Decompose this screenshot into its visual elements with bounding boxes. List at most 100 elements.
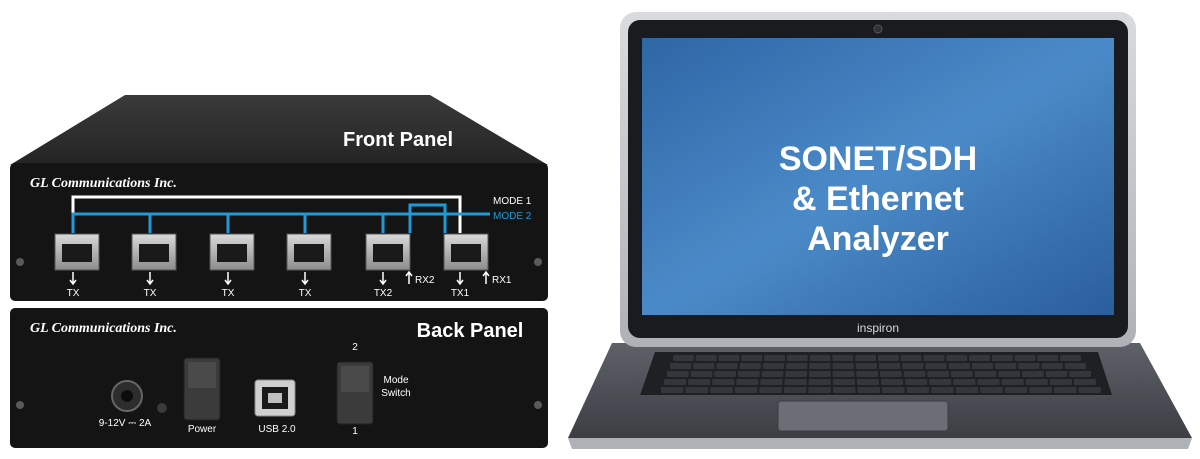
keyboard-key [1022, 371, 1044, 377]
keyboard-key [741, 355, 763, 361]
port-label-6: TX1 [451, 288, 470, 299]
keyboard-key [1045, 371, 1068, 377]
webcam [873, 24, 883, 34]
keyboard-key [1073, 379, 1096, 385]
mode2-label: MODE 2 [493, 211, 532, 222]
keyboard-key [903, 371, 926, 377]
keyboard-key [738, 371, 760, 377]
keyboard-key [969, 355, 990, 361]
keyboard-key [925, 363, 947, 369]
sfp-slot [62, 244, 92, 262]
keyboard-key [786, 355, 808, 361]
keyboard-key [809, 355, 831, 361]
keyboard-key [900, 355, 922, 361]
keyboard-key [784, 379, 807, 385]
rx-label-2: RX1 [492, 275, 512, 286]
keyboard-key [1060, 355, 1081, 361]
keyboard-key [927, 371, 949, 377]
usb-label: USB 2.0 [258, 424, 296, 435]
keyboard-key [690, 371, 713, 377]
keyboard-key [670, 363, 692, 369]
keyboard-key [809, 363, 831, 369]
front-panel-brand: GL Communications Inc. [30, 176, 177, 191]
keyboard-key [759, 387, 782, 393]
back-panel-face [10, 308, 548, 448]
mode1-label: MODE 1 [493, 196, 532, 207]
keyboard-key [783, 387, 807, 393]
keyboard-key [685, 387, 709, 393]
keyboard-key [855, 363, 877, 369]
keyboard-key [661, 387, 684, 393]
keyboard-key [974, 371, 997, 377]
switch-position-top: 2 [352, 342, 358, 353]
keyboard-key [856, 371, 878, 377]
front-screw-left [16, 258, 24, 266]
keyboard-key [832, 371, 855, 377]
keyboard-key [761, 371, 784, 377]
keyboard-key [710, 387, 733, 393]
down-arrow-icon [224, 272, 232, 286]
mode2-line [71, 212, 490, 233]
front-panel-title: Front Panel [343, 129, 453, 151]
power-switch-top [188, 362, 216, 388]
keyboard-key [808, 387, 831, 393]
usb-port-tongue [268, 393, 282, 403]
keyboard-key [929, 379, 952, 385]
keyboard-key [808, 379, 831, 385]
keyboard-key [1049, 379, 1072, 385]
power-spec-label: 9-12V ⎓ 2A [99, 418, 152, 429]
keyboard-key [1078, 387, 1101, 393]
keyboard-key [971, 363, 994, 369]
keyboard-key [664, 379, 687, 385]
keyboard-key [1004, 387, 1028, 393]
keyboard-key [980, 387, 1003, 393]
keyboard-key [693, 363, 715, 369]
up-arrow-icon [405, 270, 413, 284]
keyboard [640, 352, 1112, 395]
screen-text-line-1: SONET/SDH [779, 140, 977, 178]
mode-switch-label-2: Switch [381, 388, 410, 399]
front-panel-device: Front Panel GL Communications Inc. MODE … [10, 95, 548, 301]
keyboard-key [739, 363, 761, 369]
keyboard-key [951, 371, 973, 377]
rx-label-1: RX2 [415, 275, 435, 286]
port-label-4: TX [299, 288, 312, 299]
keyboard-key [764, 355, 785, 361]
keyboard-key [880, 371, 902, 377]
port-label-3: TX [222, 288, 235, 299]
down-arrow-icon [379, 272, 387, 286]
mode-switch-top [341, 366, 369, 392]
keyboard-key [923, 355, 945, 361]
back-panel-title: Back Panel [417, 320, 524, 342]
mode-routing-lines [71, 195, 490, 233]
power-label: Power [188, 424, 217, 435]
laptop-brand-logo: inspiron [857, 321, 899, 335]
keyboard-key [857, 387, 880, 393]
back-screw-left [16, 401, 24, 409]
keyboard-key [902, 363, 924, 369]
keyboard-key [832, 355, 854, 361]
keyboard-key [882, 387, 905, 393]
keyboard-key [955, 387, 979, 393]
back-panel-device: GL Communications Inc. Back Panel 9-12V … [10, 308, 548, 448]
keyboard-key [1014, 355, 1036, 361]
keyboard-key [762, 363, 785, 369]
keyboard-key [673, 355, 694, 361]
keyboard-key [1053, 387, 1077, 393]
sfp-ports [54, 233, 489, 271]
screen-text-line-2: & Ethernet [792, 180, 964, 218]
keyboard-key [714, 371, 736, 377]
keyboard-key [856, 379, 879, 385]
keyboard-key [878, 355, 899, 361]
mode2-loop-line [408, 203, 447, 233]
keyboard-key [948, 363, 970, 369]
power-jack-center [121, 390, 133, 402]
keyboard-key [855, 355, 876, 361]
keyboard-key [832, 387, 856, 393]
port-label-5: TX2 [374, 288, 393, 299]
keyboard-key [667, 371, 689, 377]
down-arrow-icon [456, 272, 464, 286]
sfp-slot [217, 244, 247, 262]
port-label-2: TX [144, 288, 157, 299]
down-arrow-icon [301, 272, 309, 286]
